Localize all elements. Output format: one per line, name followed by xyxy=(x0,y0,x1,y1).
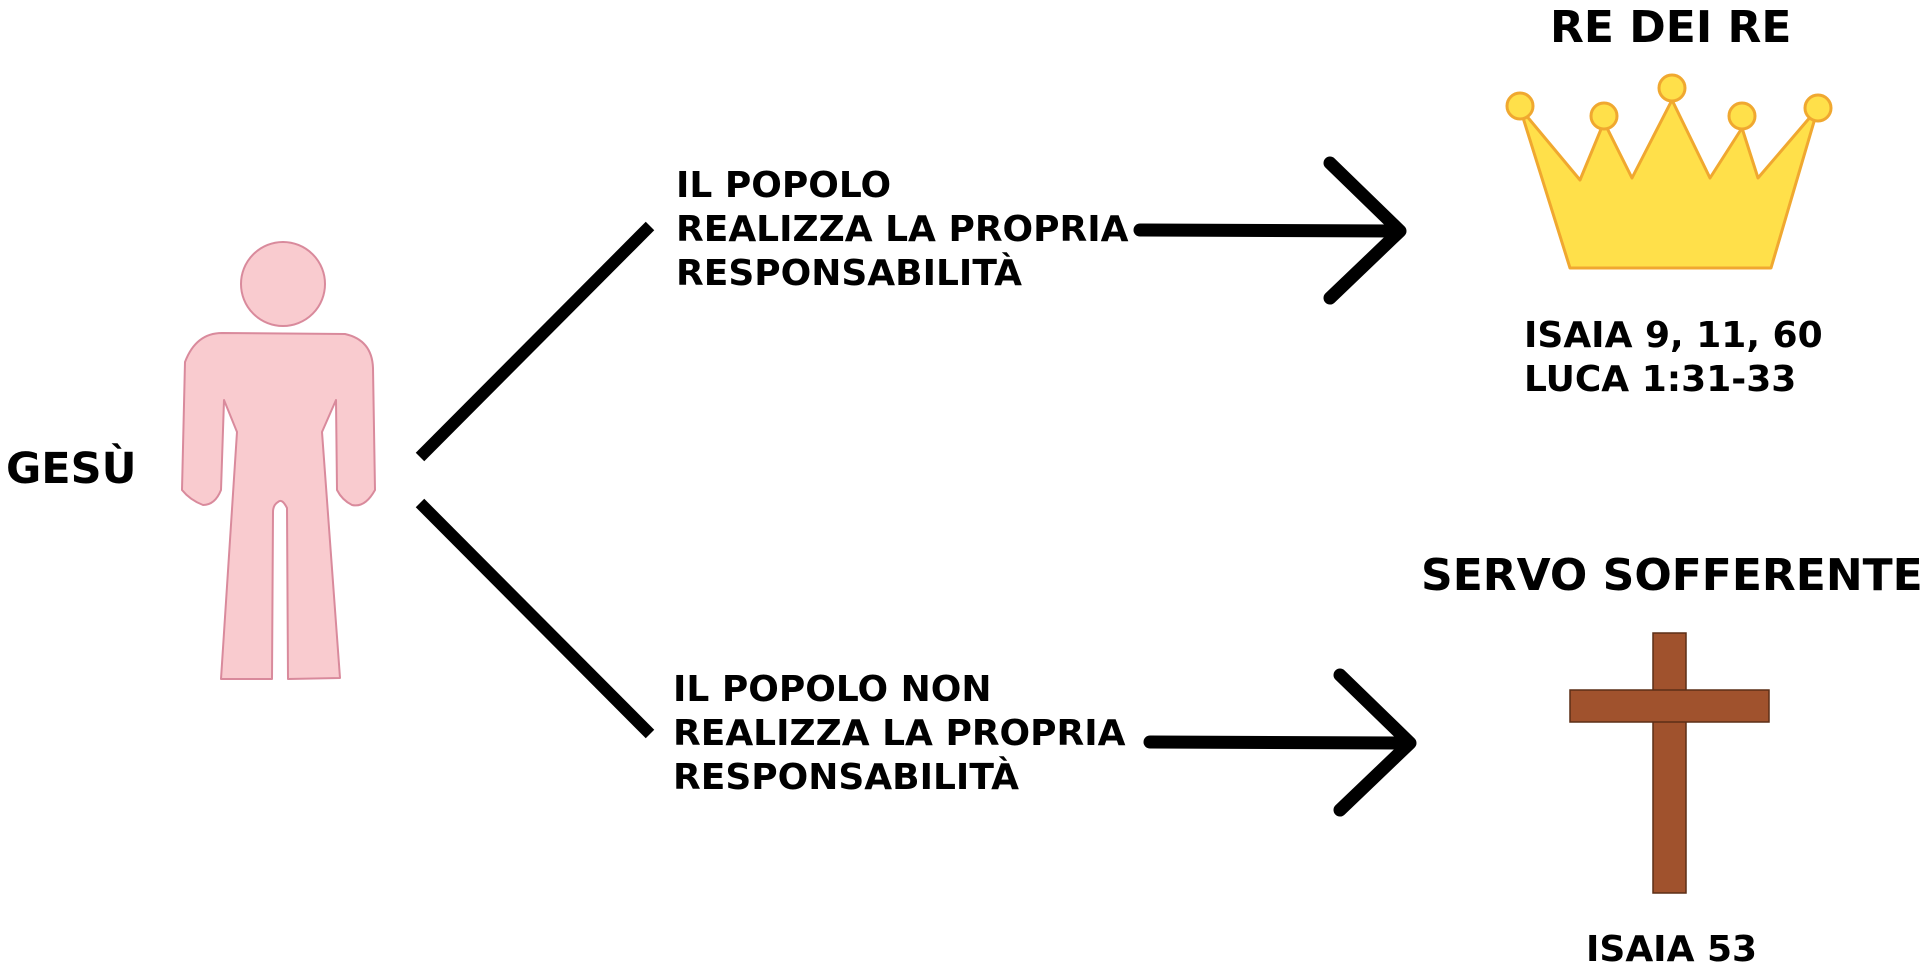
branch-top-line: IL POPOLO xyxy=(676,165,892,206)
branch-top-text: IL POPOLO REALIZZA LA PROPRIA RESPONSABI… xyxy=(676,164,1129,296)
outcome-bottom-refs: ISAIA 53 xyxy=(1586,928,1757,972)
subject-label: GESÙ xyxy=(6,444,137,494)
branch-line-top xyxy=(415,221,655,462)
branch-top-line: REALIZZA LA PROPRIA xyxy=(676,209,1129,250)
crown-icon xyxy=(1505,73,1833,270)
branch-line-bottom xyxy=(415,498,655,739)
branch-top-line: RESPONSABILITÀ xyxy=(676,253,1022,294)
branch-bottom-line: IL POPOLO NON xyxy=(673,669,992,710)
scripture-reference: ISAIA 53 xyxy=(1586,929,1758,970)
arrow-right-icon-bottom xyxy=(1143,668,1417,817)
arrow-right-icon-top xyxy=(1133,156,1407,305)
cross-icon xyxy=(1569,632,1770,894)
person-icon xyxy=(181,241,376,680)
scripture-reference: ISAIA 9, 11, 60 xyxy=(1524,315,1823,356)
branch-bottom-text: IL POPOLO NON REALIZZA LA PROPRIA RESPON… xyxy=(673,668,1126,800)
outcome-top-refs: ISAIA 9, 11, 60 LUCA 1:31-33 xyxy=(1524,314,1823,402)
outcome-top-title: RE DEI RE xyxy=(1550,2,1792,53)
scripture-reference: LUCA 1:31-33 xyxy=(1524,359,1797,400)
outcome-bottom-title: SERVO SOFFERENTE xyxy=(1421,550,1920,601)
branch-bottom-line: REALIZZA LA PROPRIA xyxy=(673,713,1126,754)
branch-bottom-line: RESPONSABILITÀ xyxy=(673,757,1019,798)
